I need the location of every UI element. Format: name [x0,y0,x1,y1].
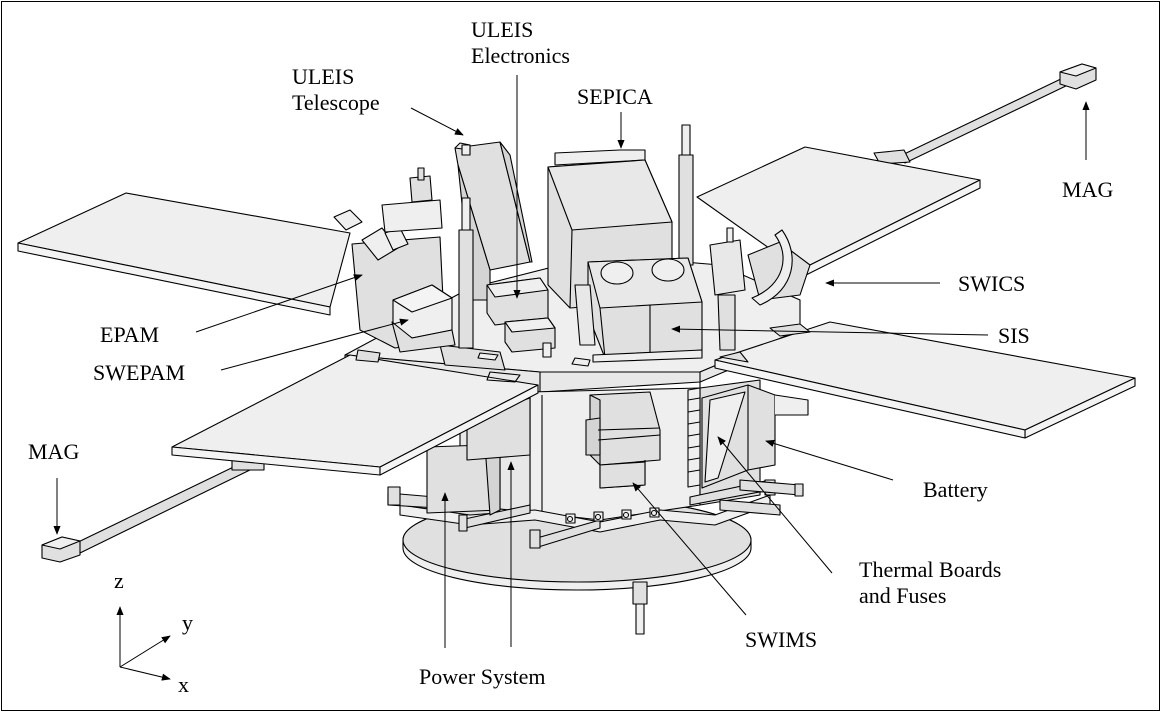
mag-boom-left [41,457,265,563]
leader-battery [765,439,894,481]
label-line: Electronics [471,43,570,68]
support-struts [387,479,804,549]
bottom-nozzle [632,581,648,635]
label-swepam: SWEPAM [93,360,186,385]
solar-panel-lower-left [171,344,539,476]
label-battery: Battery [923,477,988,502]
axis-label-x: x [178,672,189,697]
battery-box [701,384,809,489]
label-line: ULEIS [471,17,534,42]
label-sepica: SEPICA [577,84,653,109]
sis-instrument [574,257,703,363]
label-uleis-electronics: ULEIS Electronics [471,17,570,69]
deck-details [355,349,591,367]
label-line: Thermal Boards [859,557,1002,582]
label-mag-right: MAG [1062,177,1114,202]
coordinate-axes [116,606,171,681]
label-mag-left: MAG [28,439,80,464]
uleis-electronics [486,277,556,358]
leader-sis [671,325,989,336]
label-sis: SIS [998,323,1030,348]
antenna-pole-left [458,197,474,349]
label-swims: SWIMS [745,627,818,652]
axis-y-arrow [119,635,171,668]
axis-label-z: z [114,568,124,593]
axis-label-y: y [182,610,193,635]
label-line: ULEIS [292,64,355,89]
leader-thermal [717,436,833,574]
solar-panel-lower-right [714,321,1136,439]
thermal-boards [687,387,701,488]
label-line: Telescope [292,90,380,115]
leader-uleis-telescope [410,107,464,136]
label-thermal-boards: Thermal Boards and Fuses [859,557,1001,609]
label-epam: EPAM [100,322,160,347]
leader-lines [53,75,1090,648]
solar-panel-upper-left [17,192,351,316]
label-power-system: Power System [419,664,546,689]
label-line: and Fuses [859,583,947,608]
antenna-pole-right [678,124,694,266]
mag-boom-right [873,63,1097,165]
swics-instrument [709,227,811,351]
axis-x-arrow [119,666,171,681]
label-swics: SWICS [958,271,1026,296]
leader-swims [632,482,747,616]
leader-epam [195,274,363,333]
label-uleis-telescope: ULEIS Telescope [292,64,380,116]
swims-box [585,391,661,489]
leader-swepam [220,318,409,371]
